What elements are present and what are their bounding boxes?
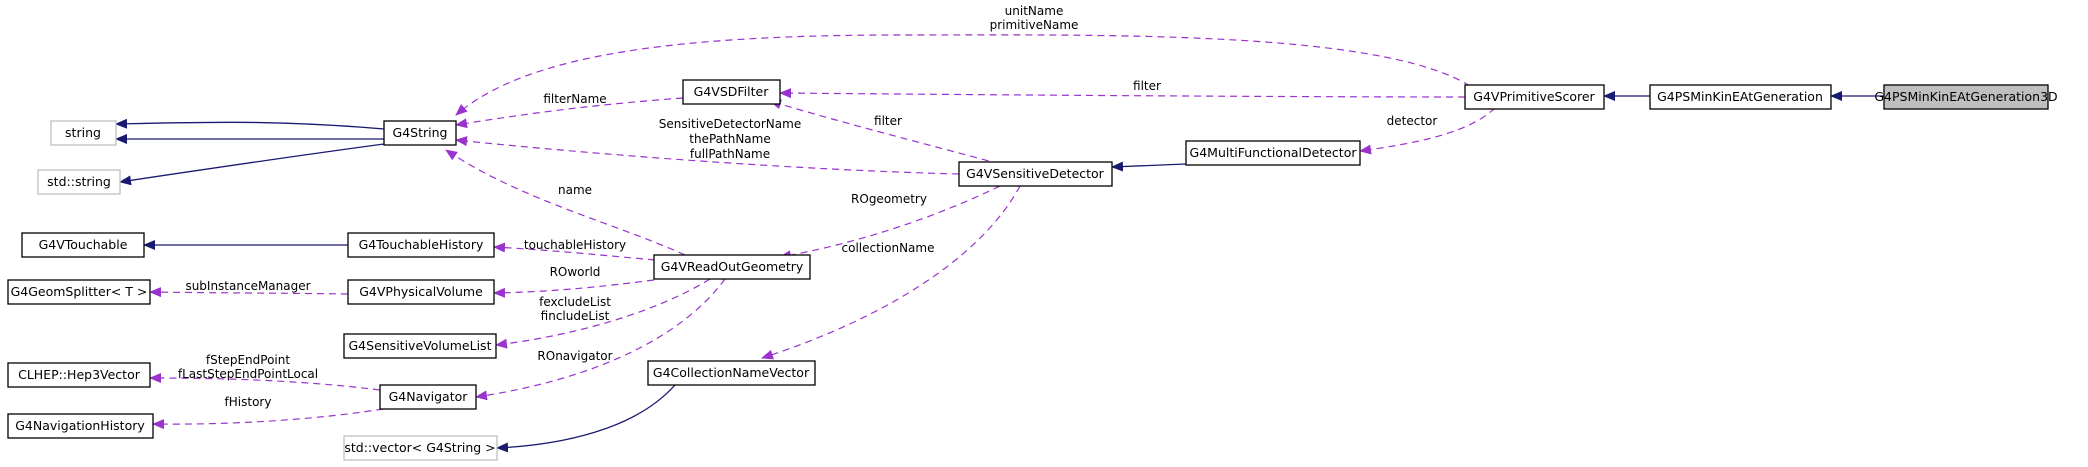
- edge-label-fincludelist: fincludeList: [541, 309, 610, 323]
- edge-label-fhistory: fHistory: [225, 395, 272, 409]
- edge-label-flaststependpointlocal: fLastStepEndPointLocal: [178, 367, 318, 381]
- node-g4navigationhistory[interactable]: G4NavigationHistory: [7, 413, 154, 439]
- node-label: G4VSDFilter: [694, 84, 770, 99]
- node-label: CLHEP::Hep3Vector: [18, 367, 141, 382]
- edge-usage-geomsplitter-subinstance: [149, 287, 349, 298]
- edge-label-detector: detector: [1387, 114, 1438, 128]
- edge-label-thepathname: thePathName: [689, 132, 770, 146]
- node-g4string[interactable]: G4String: [383, 120, 457, 146]
- node-clhep-hep3vector[interactable]: CLHEP::Hep3Vector: [7, 362, 151, 388]
- edge-usage-rog-volumelist: [495, 278, 711, 349]
- node-g4geomsplitter[interactable]: G4GeomSplitter< T >: [7, 279, 151, 305]
- node-label: G4VPhysicalVolume: [359, 284, 483, 299]
- node-label: string: [65, 125, 101, 140]
- edge-usage-scorer-filter: [779, 88, 1466, 99]
- node-g4psminkineatgeneration3d[interactable]: G4PSMinKinEAtGeneration3D: [1874, 84, 2058, 110]
- edge-label-rogeometry: ROgeometry: [851, 192, 927, 206]
- edge-usage-rog-roworld: [493, 279, 655, 298]
- edge-usage-navigator-history: [152, 406, 396, 430]
- edge-usage-sd-collectionname: [761, 185, 1021, 360]
- edge-label-filter-scorer: filter: [1133, 79, 1161, 93]
- node-g4psminkineatgeneration[interactable]: G4PSMinKinEAtGeneration: [1649, 84, 1832, 110]
- node-label: G4PSMinKinEAtGeneration3D: [1874, 89, 2057, 104]
- edge-usage-scorer-unitname: [455, 34, 1471, 116]
- edge-usage-sd-rogeometry: [779, 185, 1001, 261]
- edge-label-name: name: [558, 183, 592, 197]
- node-g4vsensitivedetector[interactable]: G4VSensitiveDetector: [958, 161, 1113, 187]
- node-g4vprimitivescorer[interactable]: G4VPrimitiveScorer: [1464, 84, 1605, 110]
- edge-inherit-g4string-to-string-1: [115, 118, 385, 130]
- inheritance-edges: [115, 91, 1884, 453]
- edge-usage-rog-ronavigator: [475, 278, 726, 401]
- node-g4touchablehistory[interactable]: G4TouchableHistory: [347, 232, 495, 258]
- edge-usage-rog-touchablehistory: [493, 242, 656, 261]
- node-g4vreadoutgeometry[interactable]: G4VReadOutGeometry: [653, 254, 811, 280]
- node-g4navigator[interactable]: G4Navigator: [379, 384, 477, 410]
- edge-label-touchablehistory: touchableHistory: [524, 238, 626, 252]
- edge-label-fexcludelist: fexcludeList: [539, 295, 611, 309]
- edge-inherit-g4string-to-stdstring: [119, 143, 385, 186]
- node-g4vphysicalvolume[interactable]: G4VPhysicalVolume: [347, 279, 495, 305]
- node-label: G4VPrimitiveScorer: [1473, 89, 1595, 104]
- edge-labels: unitName primitiveName filterName filter…: [178, 4, 1438, 409]
- node-label: G4GeomSplitter< T >: [11, 284, 148, 299]
- node-label: G4CollectionNameVector: [653, 365, 810, 380]
- edge-usage-sd-filter: [769, 99, 1001, 165]
- edge-label-sensitivedetectorname: SensitiveDetectorName: [659, 117, 801, 131]
- edge-label-unitname: unitName: [1005, 4, 1064, 18]
- node-label: G4Navigator: [389, 389, 469, 404]
- edge-label-collectionname: collectionName: [842, 241, 935, 255]
- edge-usage-rog-name: [445, 149, 686, 256]
- node-string[interactable]: string: [50, 120, 117, 146]
- node-g4vtouchable[interactable]: G4VTouchable: [21, 232, 145, 258]
- edge-usage-navigator-hep3vector: [149, 373, 381, 391]
- node-label: std::string: [47, 174, 111, 189]
- edge-usage-sd-sensitivedetectorname: [455, 136, 960, 175]
- edge-label-filter-sd: filter: [874, 114, 902, 128]
- node-label: G4TouchableHistory: [359, 237, 484, 252]
- edge-label-ronavigator: ROnavigator: [537, 349, 612, 363]
- node-label: G4VReadOutGeometry: [661, 259, 804, 274]
- edge-usage-scorer-detector: [1359, 107, 1496, 155]
- node-label: G4NavigationHistory: [15, 418, 145, 433]
- node-g4collectionnamevector[interactable]: G4CollectionNameVector: [647, 360, 816, 386]
- node-std-string[interactable]: std::string: [37, 169, 121, 195]
- edge-label-filtername: filterName: [543, 92, 606, 106]
- node-g4multifunctionaldetector[interactable]: G4MultiFunctionalDetector: [1185, 140, 1361, 166]
- edge-label-fullpathname: fullPathName: [690, 147, 770, 161]
- node-label: G4SensitiveVolumeList: [349, 338, 492, 353]
- node-label: std::vector< G4String >: [344, 440, 495, 455]
- node-label: G4VSensitiveDetector: [966, 166, 1105, 181]
- node-label: G4MultiFunctionalDetector: [1190, 145, 1358, 160]
- node-label: G4String: [393, 125, 448, 140]
- usage-edges: [149, 34, 1496, 430]
- node-g4sensitivevolumelist[interactable]: G4SensitiveVolumeList: [343, 333, 497, 359]
- edge-label-roworld: ROworld: [550, 265, 601, 279]
- edge-usage-sdfilter-filtername: [455, 97, 684, 129]
- node-label: G4VTouchable: [39, 237, 128, 252]
- edge-label-fstependpoint: fStepEndPoint: [206, 353, 290, 367]
- edge-inherit-mfd-to-sd: [1111, 161, 1187, 172]
- node-g4vsdfilter[interactable]: G4VSDFilter: [682, 79, 781, 105]
- edge-inherit-collectionname-to-stdvector: [496, 384, 676, 453]
- node-label: G4PSMinKinEAtGeneration: [1657, 89, 1823, 104]
- edge-label-subinstancemanager: subInstanceManager: [185, 279, 310, 293]
- node-std-vector-g4string[interactable]: std::vector< G4String >: [343, 435, 498, 461]
- edge-label-primitivename: primitiveName: [990, 18, 1079, 32]
